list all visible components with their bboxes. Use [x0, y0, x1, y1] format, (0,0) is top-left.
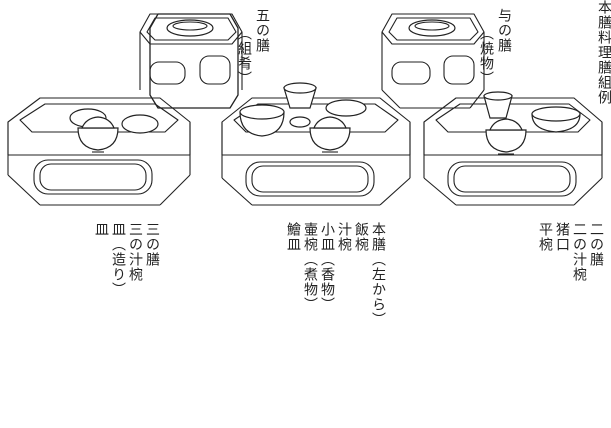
yo-no-zen-label: 与の膳 — [496, 8, 512, 53]
kumizakana-dish — [166, 19, 214, 37]
ni-no-zen-label-1: 二の汁椀 — [571, 222, 587, 282]
ni-no-shiruwan — [485, 129, 527, 153]
san-no-zen-label-2: 皿（造り） — [110, 222, 126, 297]
kozara — [289, 116, 311, 128]
san-no-zen-tray — [7, 97, 191, 206]
go-no-zen-tray — [139, 13, 243, 109]
yo-no-zen-sub-label: （焼物） — [478, 26, 494, 86]
go-no-zen-sub-label: （組肴） — [236, 26, 252, 86]
ni-no-zen-tray — [423, 91, 603, 206]
honzen-label-1: 飯椀 — [353, 221, 369, 252]
ni-no-zen-label-3: 平椀 — [537, 222, 553, 252]
namasu-plate — [325, 99, 367, 117]
san-no-zen-label-0: 三の膳 — [144, 222, 160, 267]
yakimono-dish — [408, 19, 456, 37]
go-no-zen-label: 五の膳 — [254, 8, 270, 53]
honzen-tray — [221, 82, 411, 206]
san-no-zen-label-3: 皿 — [93, 222, 109, 237]
honzen-label-4: 壷椀（煮物） — [302, 222, 318, 312]
figure-title: 本膳料理膳組例 — [596, 0, 611, 105]
honzen-label-0: 本膳（左から） — [370, 222, 386, 327]
san-no-shiruwan — [77, 127, 119, 151]
ni-no-zen-label-0: 二の膳 — [588, 222, 604, 267]
plate — [121, 114, 159, 134]
san-no-zen-label-1: 三の汁椀 — [127, 222, 143, 282]
honzen-label-2: 汁椀 — [336, 222, 352, 252]
honzen-label-5: 鱠皿 — [285, 221, 301, 252]
yo-no-zen-tray — [381, 13, 485, 109]
honzen-label-3: 小皿（香物） — [319, 222, 335, 312]
shiruwan — [309, 127, 351, 151]
ni-no-zen-label-2: 猪口 — [554, 222, 570, 252]
